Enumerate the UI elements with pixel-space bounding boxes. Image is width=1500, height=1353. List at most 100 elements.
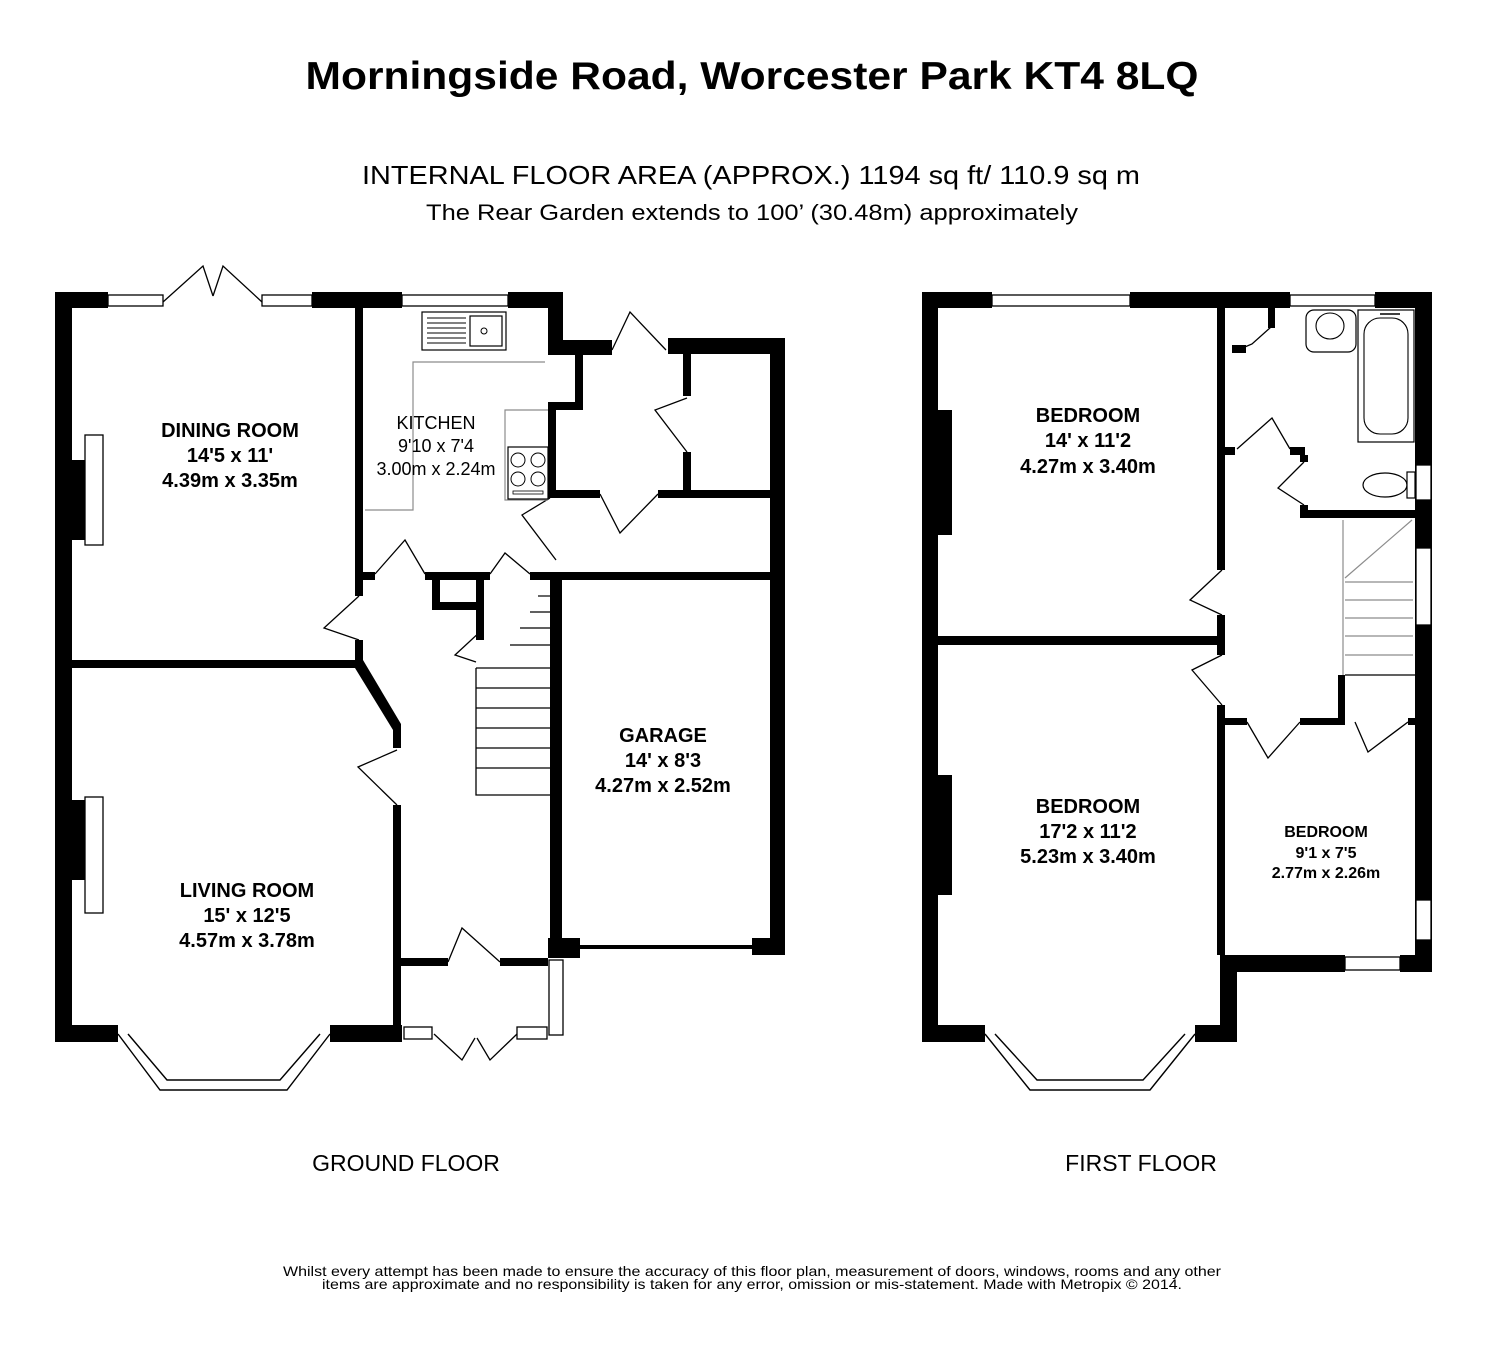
stair-stringer <box>475 668 550 796</box>
wall <box>1400 955 1432 972</box>
wall <box>1338 675 1345 725</box>
wall <box>1408 718 1415 725</box>
room-dimensions-imperial: 14'5 x 11' <box>187 445 273 467</box>
room-name: LIVING ROOM <box>180 880 314 902</box>
fireplace-hearth <box>84 434 104 546</box>
wall <box>363 572 375 580</box>
door-swing <box>356 749 398 806</box>
room-label-garage: GARAGE 14' x 8'3 4.27m x 2.52m <box>595 725 731 797</box>
window <box>401 294 509 307</box>
room-name: KITCHEN <box>396 413 475 433</box>
wall <box>548 490 600 498</box>
room-label-bedroom-2: BEDROOM 17'2 x 11'2 5.23m x 3.40m <box>1020 796 1156 868</box>
room-name: DINING ROOM <box>161 420 299 442</box>
door-swing <box>322 595 360 641</box>
wall <box>72 800 85 880</box>
wall <box>658 490 770 498</box>
wall <box>938 410 952 535</box>
window <box>548 959 564 1036</box>
wall <box>683 452 691 496</box>
wall <box>355 308 363 596</box>
wall <box>938 636 1225 645</box>
room-label-bedroom-3: BEDROOM 9'1 x 7'5 2.77m x 2.26m <box>1272 824 1381 882</box>
wall <box>476 572 484 640</box>
window <box>107 294 164 307</box>
wall <box>1220 955 1237 1042</box>
wall <box>922 1025 985 1042</box>
worktop-edge <box>504 409 548 501</box>
stair-break-line <box>1344 519 1413 579</box>
door-swing <box>653 397 688 453</box>
door-swing <box>447 926 501 963</box>
wall <box>72 460 85 540</box>
wall <box>548 572 770 580</box>
garden-note: The Rear Garden extends to 100’ (30.48m)… <box>426 200 1078 225</box>
wall <box>683 354 691 396</box>
bay-window <box>117 1033 331 1091</box>
hob-ring <box>510 452 526 468</box>
wall <box>1237 955 1345 972</box>
wall <box>312 292 402 308</box>
room-dimensions-metric: 4.27m x 2.52m <box>595 775 731 797</box>
door-swing <box>489 552 531 575</box>
room-dimensions-metric: 4.27m x 3.40m <box>1020 456 1156 478</box>
page-title: Morningside Road, Worcester Park KT4 8LQ <box>306 55 1199 98</box>
door-swing <box>1276 461 1305 506</box>
basin-bowl <box>1315 312 1345 340</box>
room-name: BEDROOM <box>1036 796 1140 818</box>
hob-controls <box>512 490 544 495</box>
room-dimensions-imperial: 15' x 12'5 <box>203 905 290 927</box>
wall <box>432 572 440 610</box>
wall <box>752 938 785 955</box>
wall <box>530 572 550 580</box>
floor-area-note: INTERNAL FLOOR AREA (APPROX.) 1194 sq ft… <box>362 160 1140 190</box>
ground-floor-plan <box>55 264 785 1091</box>
room-dimensions-metric: 3.00m x 2.24m <box>376 459 495 479</box>
room-dimensions-imperial: 14' x 11'2 <box>1045 430 1131 452</box>
wall <box>425 572 490 580</box>
door-swing <box>611 310 667 351</box>
room-dimensions-metric: 5.23m x 3.40m <box>1020 846 1156 868</box>
wall <box>550 572 562 950</box>
disclaimer-line-1: Whilst every attempt has been made to en… <box>283 1263 1221 1279</box>
room-label-kitchen: KITCHEN 9'10 x 7'4 3.00m x 2.24m <box>376 413 495 479</box>
wall <box>72 660 360 668</box>
window <box>516 1026 548 1040</box>
wall <box>1217 308 1225 570</box>
room-dimensions-imperial: 9'1 x 7'5 <box>1296 845 1357 862</box>
wall <box>401 958 448 966</box>
wall <box>1225 447 1235 455</box>
door-swing <box>1246 721 1301 760</box>
window <box>1415 464 1432 501</box>
window <box>991 294 1131 307</box>
wall <box>1130 292 1290 308</box>
wall <box>548 402 556 498</box>
wall <box>432 602 483 610</box>
room-dimensions-imperial: 17'2 x 11'2 <box>1039 821 1136 843</box>
door-swing <box>521 497 557 561</box>
door-swing <box>1232 326 1272 353</box>
room-dimensions-imperial: 14' x 8'3 <box>625 750 701 772</box>
room-dimensions-metric: 4.39m x 3.35m <box>162 470 298 492</box>
bath <box>1357 309 1415 443</box>
room-dimensions-metric: 2.77m x 2.26m <box>1272 865 1381 882</box>
first-floor-plan <box>922 292 1432 1091</box>
window <box>261 294 313 307</box>
window <box>403 1026 433 1040</box>
wall <box>1195 1025 1237 1042</box>
room-dimensions-metric: 4.57m x 3.78m <box>179 930 315 952</box>
window <box>1415 547 1432 626</box>
door-swing <box>476 1033 518 1062</box>
wall <box>770 338 785 955</box>
bath-tub <box>1363 317 1409 435</box>
disclaimer-line-2: items are approximate and no responsibil… <box>322 1276 1182 1292</box>
wall <box>55 1025 118 1042</box>
door-swing <box>433 1033 476 1062</box>
bay-window <box>994 1033 1186 1081</box>
worktop-edge <box>365 361 545 511</box>
wall <box>355 640 363 668</box>
wall <box>668 338 785 354</box>
wall <box>1415 292 1432 972</box>
